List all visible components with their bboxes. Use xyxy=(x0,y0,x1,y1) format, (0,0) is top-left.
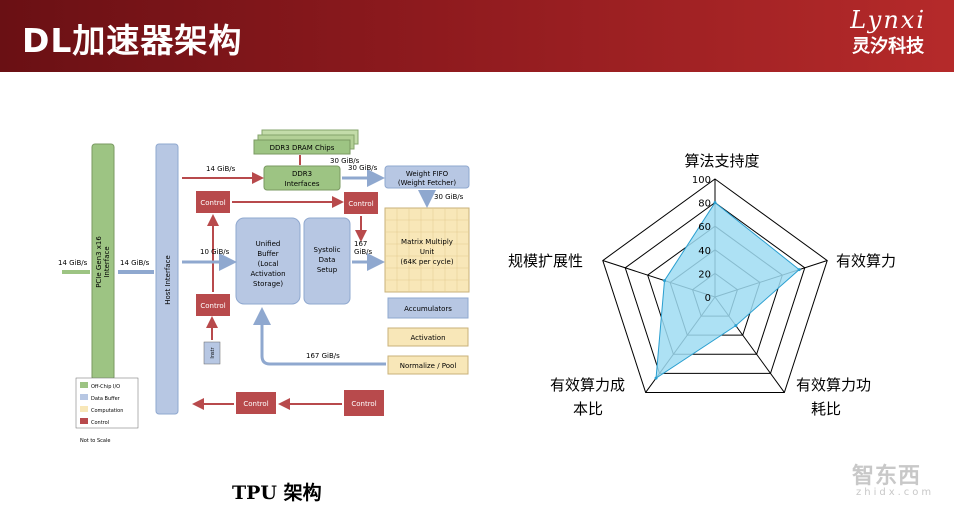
axis-label: 耗比 xyxy=(811,400,841,418)
acc-label: Accumulators xyxy=(404,305,452,313)
bw-label: 14 GiB/s xyxy=(206,165,236,173)
host-label: Host Interface xyxy=(164,255,172,305)
ddr-chip xyxy=(253,139,351,155)
radar-grid-ring xyxy=(624,201,806,374)
pcie-label: PCIe Gen3 x16 xyxy=(95,236,103,288)
ub-label: Activation xyxy=(250,270,285,278)
radar-tick-label: 20 xyxy=(698,269,711,280)
norm-label: Normalize / Pool xyxy=(400,362,457,370)
control-label: Control xyxy=(351,400,376,408)
radar-chart: 0 20 40 60 80 100 xyxy=(602,175,828,393)
legend-item: Computation xyxy=(91,408,123,414)
bw-label: 167 xyxy=(354,240,367,248)
radar-tick-label: 80 xyxy=(698,199,711,210)
legend-swatch xyxy=(80,406,88,412)
radar-data-point xyxy=(797,268,801,272)
mmu-label: (64K per cycle) xyxy=(400,258,453,266)
axis-label: 有效算力功 xyxy=(796,376,871,394)
radar-data-point xyxy=(654,376,658,380)
ub-label: (Local xyxy=(258,260,279,268)
legend-swatch xyxy=(80,382,88,388)
brand-logo: Lynxi 灵汐科技 xyxy=(850,6,926,58)
sys-label: Data xyxy=(319,256,336,264)
mmu-label: Matrix Multiply xyxy=(401,238,453,246)
radar-grid-ring xyxy=(602,178,828,393)
radar-data-point xyxy=(713,201,717,205)
matrix-multiply-unit-box xyxy=(384,207,470,293)
bw-label: 10 GiB/s xyxy=(200,248,230,256)
ub-label: Buffer xyxy=(257,250,278,258)
header-bar: DL加速器架构 Lynxi 灵汐科技 xyxy=(0,0,954,72)
pcie-label-2: Interface xyxy=(103,246,111,277)
bw-label: 14 GiB/s xyxy=(58,259,88,267)
accumulators-box xyxy=(387,297,469,319)
control-box xyxy=(196,191,230,213)
ub-label: Unified xyxy=(256,240,281,248)
bw-label: 167 GiB/s xyxy=(306,352,340,360)
return-path-arrow xyxy=(253,307,386,366)
control-box xyxy=(344,192,378,214)
legend-swatch xyxy=(80,418,88,424)
watermark-logo: 智东西 xyxy=(852,464,922,489)
control-box xyxy=(344,390,384,416)
scale-note: Not to Scale xyxy=(80,438,110,444)
watermark-url: zhidx.com xyxy=(856,487,935,498)
radar-data-point xyxy=(734,324,738,328)
ddr3-label-2: Interfaces xyxy=(285,180,320,188)
bw-label: 30 GiB/s xyxy=(348,164,378,172)
legend-swatch xyxy=(80,394,88,400)
radar-series-area xyxy=(655,201,800,380)
radar-tick-label: 40 xyxy=(698,246,711,257)
weight-fifo-box xyxy=(384,165,470,189)
host-interface-box xyxy=(155,143,179,415)
instr-label: Instr xyxy=(210,346,216,358)
ddr3-label: DDR3 xyxy=(292,170,312,178)
mmu-label: Unit xyxy=(420,248,435,256)
axis-label: 有效算力成 xyxy=(550,376,625,394)
bw-label: 30 GiB/s xyxy=(330,157,360,165)
bw-label: GiB/s xyxy=(354,248,373,256)
tpu-diagram: DDR3 DRAM Chips 30 GiB/s DDR3 Interfaces… xyxy=(58,129,470,444)
ddr-chips-label: DDR3 DRAM Chips xyxy=(270,144,335,152)
control-label: Control xyxy=(200,199,225,207)
axis-label: 规模扩展性 xyxy=(508,252,583,270)
axis-label: 算法支持度 xyxy=(684,152,759,170)
mmu-grid xyxy=(385,208,469,292)
ub-label: Storage) xyxy=(253,280,283,288)
radar-tick-label: 60 xyxy=(698,222,711,233)
logo-text-en: Lynxi xyxy=(850,6,926,34)
axis-label: 有效算力 xyxy=(836,252,896,270)
radar-axis-labels: 算法支持度 有效算力 有效算力功 耗比 有效算力成 本比 规模扩展性 xyxy=(508,152,896,418)
wfifo-label: Weight FIFO xyxy=(406,170,449,178)
bw-label: 30 GiB/s xyxy=(434,193,464,201)
sys-label: Systolic xyxy=(314,246,341,254)
normalize-box xyxy=(387,355,469,375)
logo-text-cn: 灵汐科技 xyxy=(852,36,925,57)
legend-item: Data Buffer xyxy=(91,396,121,402)
activation-box xyxy=(387,327,469,347)
wfifo-label-2: (Weight Fetcher) xyxy=(398,179,457,187)
legend-item: Control xyxy=(91,420,109,426)
radar-tick-label: 0 xyxy=(705,293,711,304)
axis-label: 本比 xyxy=(573,400,603,418)
control-box xyxy=(236,392,276,414)
instr-buffer xyxy=(203,341,221,365)
control-label: Control xyxy=(243,400,268,408)
ddr3-interface-box xyxy=(263,165,341,191)
control-label: Control xyxy=(348,200,373,208)
control-box xyxy=(196,294,230,316)
act-label: Activation xyxy=(410,334,445,342)
radar-tick-label: 100 xyxy=(692,175,711,186)
sys-label: Setup xyxy=(317,266,338,274)
control-label: Control xyxy=(200,302,225,310)
legend-item: Off-Chip I/O xyxy=(91,384,120,390)
page-title: DL加速器架构 xyxy=(22,21,243,60)
bw-label: 14 GiB/s xyxy=(120,259,150,267)
radar-data-point xyxy=(662,279,666,283)
systolic-setup-box xyxy=(303,217,351,305)
tpu-caption: TPU 架构 xyxy=(232,482,322,504)
